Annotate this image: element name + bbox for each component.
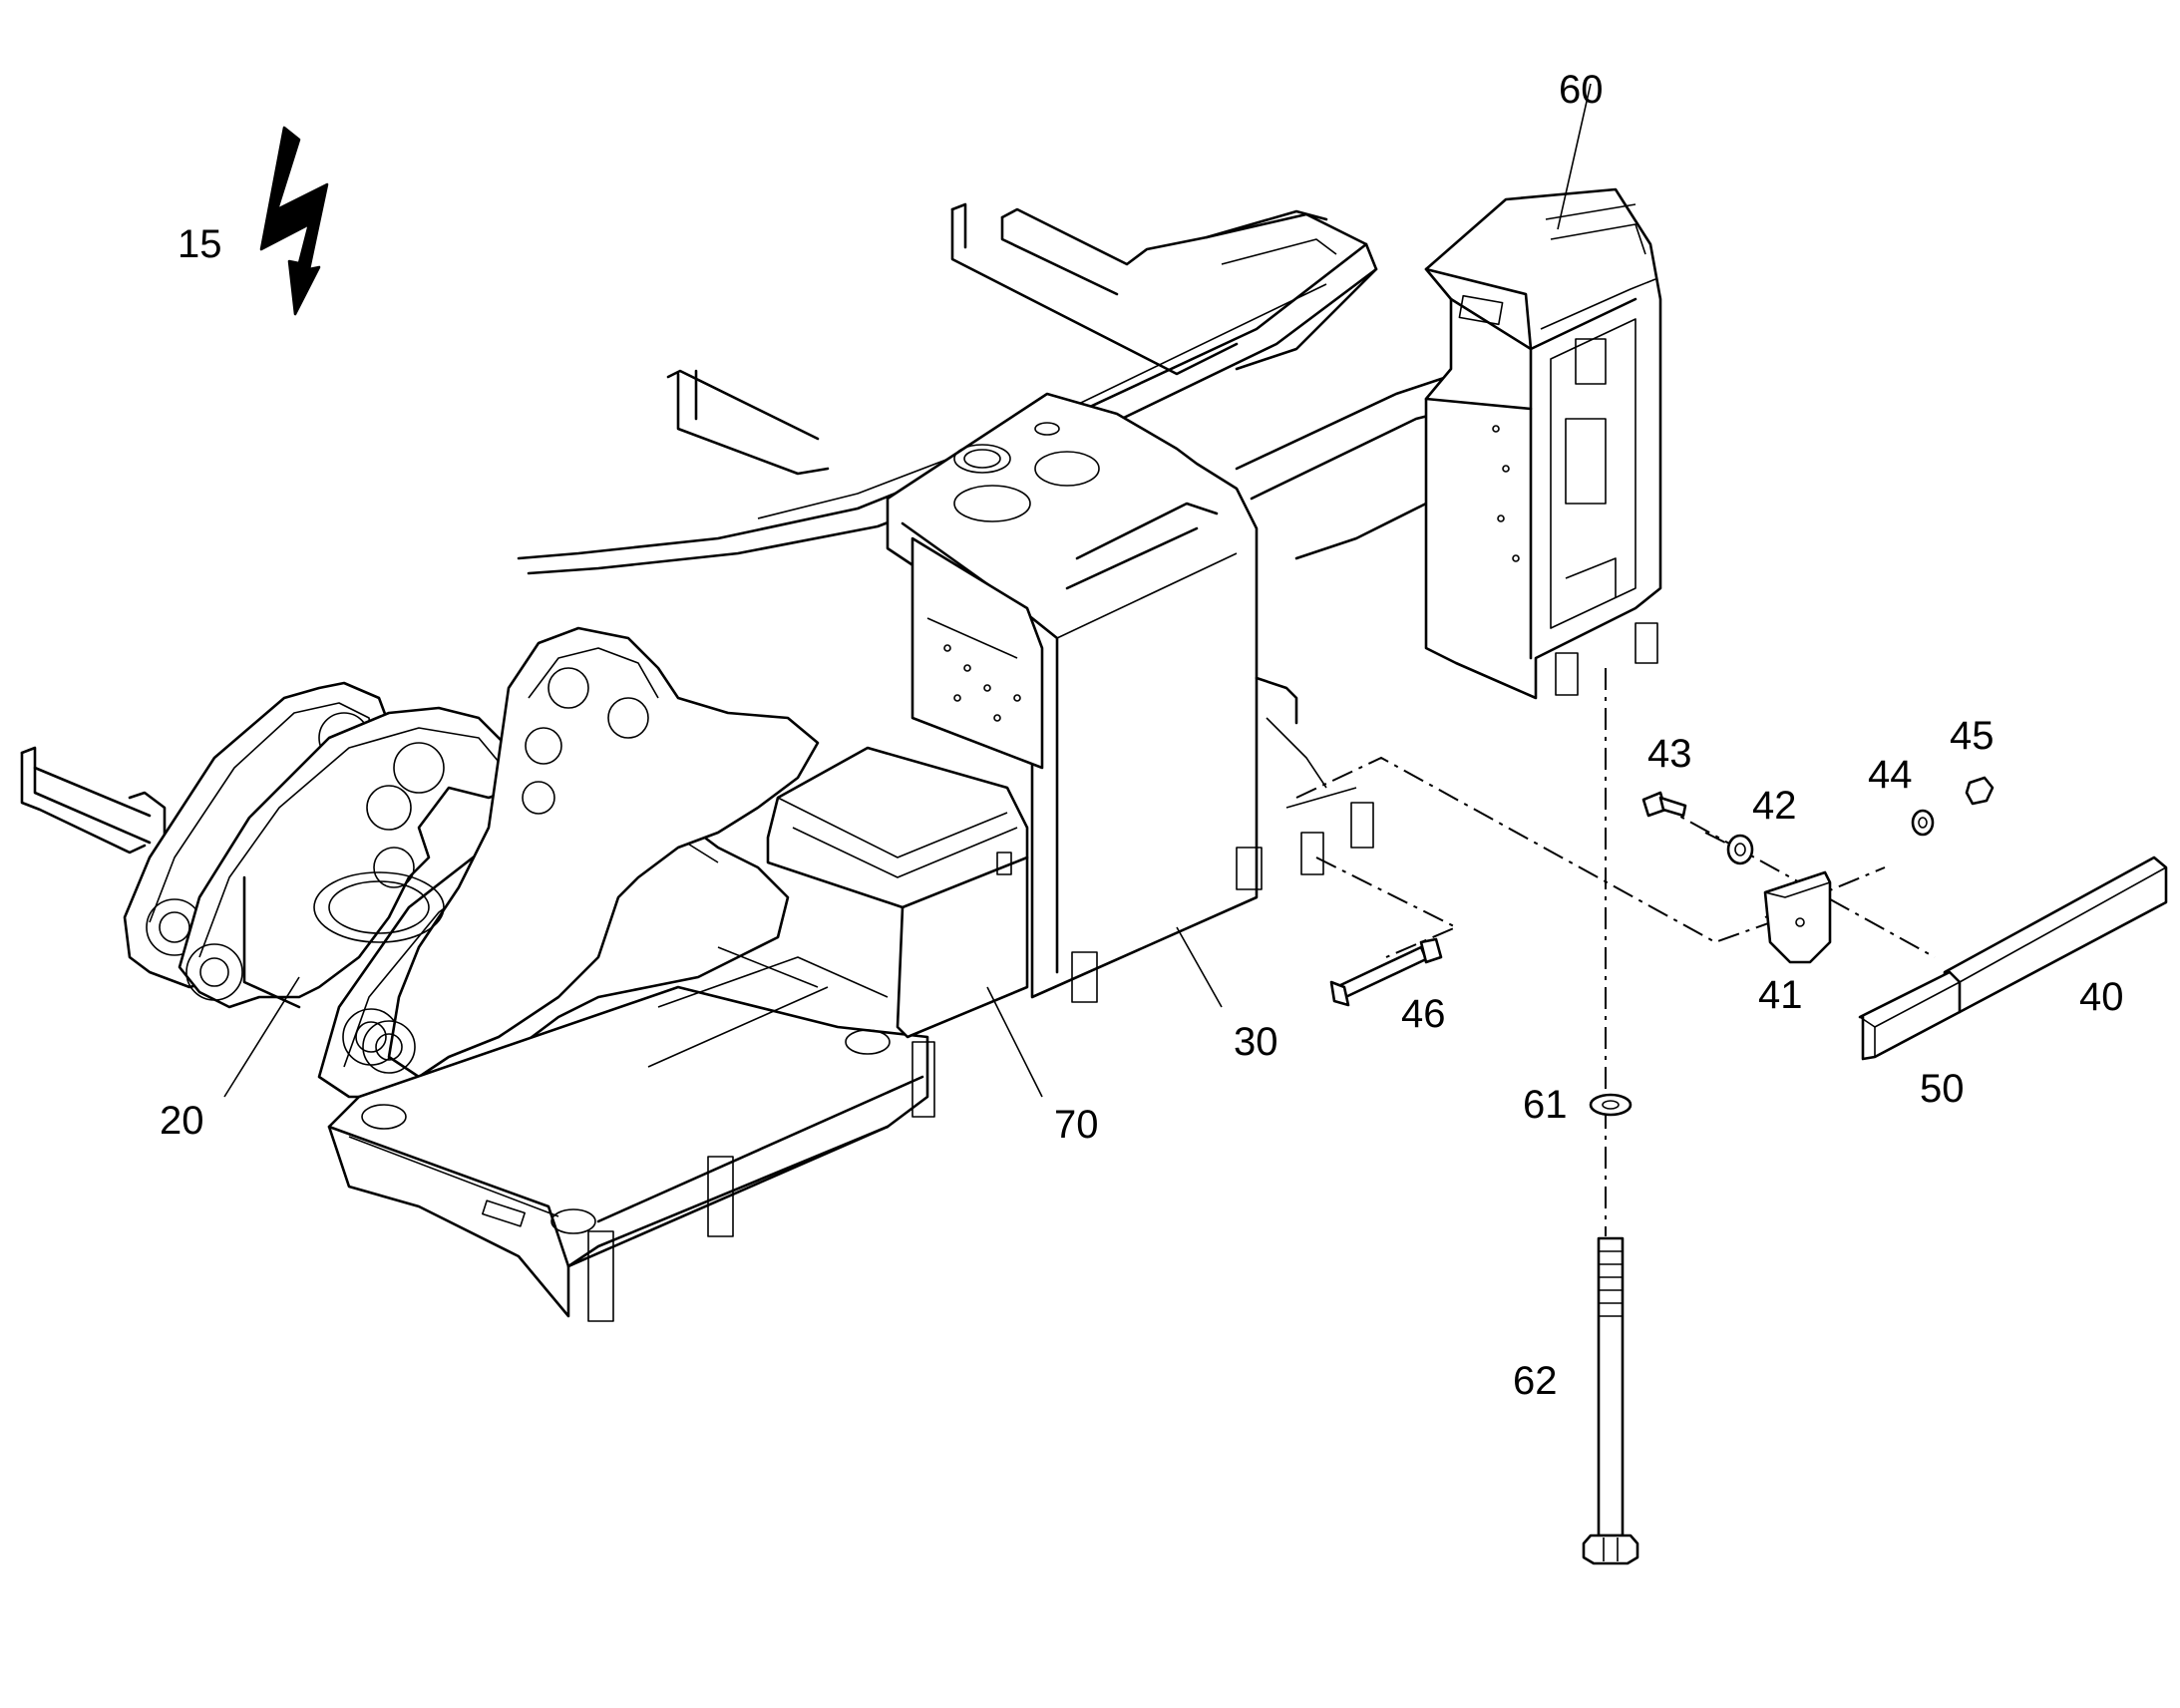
label-50: 50 xyxy=(1920,1067,1965,1111)
label-70: 70 xyxy=(1054,1103,1099,1147)
label-43: 43 xyxy=(1647,732,1692,776)
label-44: 44 xyxy=(1868,753,1913,797)
label-40: 40 xyxy=(2079,975,2124,1019)
central-tank-body xyxy=(886,392,1374,1003)
cab-support-bracket xyxy=(1424,187,1662,700)
label-45: 45 xyxy=(1950,714,1995,758)
bolt-46 xyxy=(1329,937,1443,1007)
small-hardware xyxy=(1641,776,1995,964)
assembly-center-lines xyxy=(1295,668,1936,1236)
lift-arm-towers xyxy=(123,626,820,1099)
label-61: 61 xyxy=(1523,1083,1568,1127)
label-20: 20 xyxy=(160,1099,204,1143)
main-chassis-frame xyxy=(20,202,1458,854)
rear-box xyxy=(327,746,1029,1322)
leader-lines xyxy=(223,83,1592,1098)
label-42: 42 xyxy=(1752,784,1797,828)
label-41: 41 xyxy=(1758,973,1803,1017)
mount-bolt-62 xyxy=(1582,1093,1639,1565)
label-62: 62 xyxy=(1513,1359,1558,1403)
lightning-bolt-icon xyxy=(259,126,329,316)
label-60: 60 xyxy=(1559,68,1604,112)
label-15: 15 xyxy=(178,222,222,266)
rails-40-50 xyxy=(1858,855,2168,1061)
label-30: 30 xyxy=(1234,1020,1278,1064)
label-46: 46 xyxy=(1401,992,1446,1036)
